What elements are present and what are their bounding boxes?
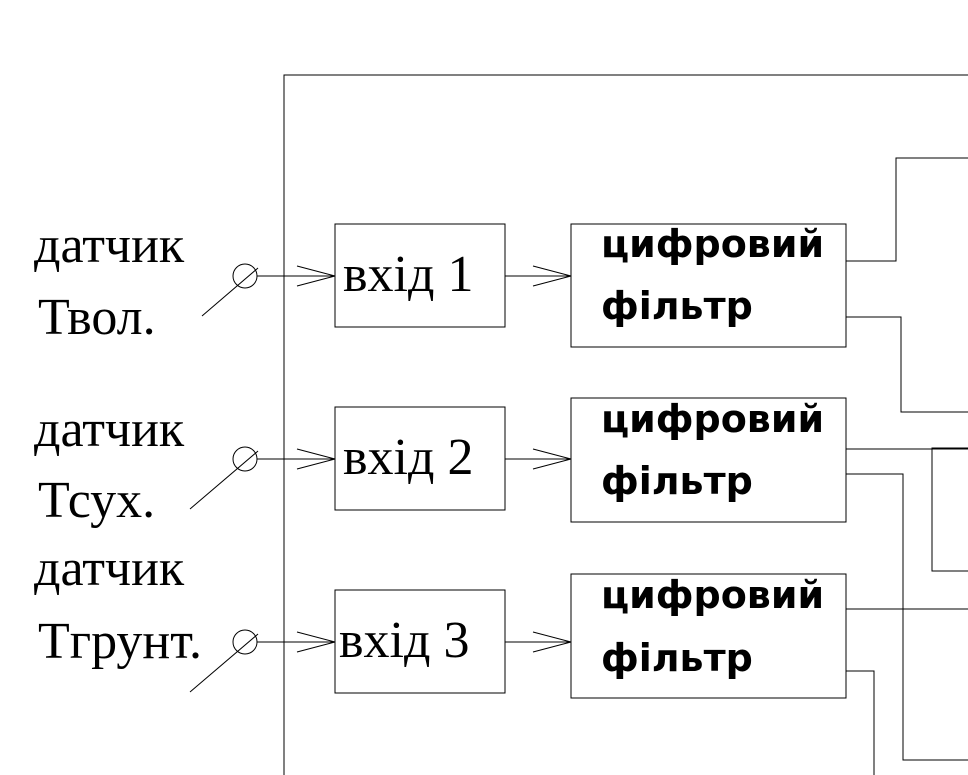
sensor-1-name: Твол. <box>38 289 156 346</box>
sensor-3-name: Тгрунт. <box>38 613 202 670</box>
sensor-2-name: Тсух. <box>38 472 155 529</box>
sensor-3-terminal <box>232 629 258 655</box>
filter-1-line2: фільтр <box>601 284 753 328</box>
filter-2-line2: фільтр <box>601 459 753 503</box>
sensor-2-terminal <box>232 446 258 472</box>
sensor-3-switch-lever <box>189 633 259 693</box>
filter-3-line2: фільтр <box>601 636 753 680</box>
sensor-1-terminal <box>232 263 258 289</box>
input-2-box <box>334 406 506 511</box>
filter-1-box <box>570 223 847 348</box>
sensor-2-type: датчик <box>34 401 185 458</box>
sensor-2-switch-lever <box>189 450 259 510</box>
input-1-label: вхід 1 <box>343 246 473 303</box>
sensor-1-type: датчик <box>34 217 185 274</box>
filter-2-line1: цифровий <box>601 397 824 441</box>
filter-1-line1: цифровий <box>601 222 824 266</box>
filter-1-output-b <box>846 316 968 413</box>
enclosure-frame <box>283 74 968 775</box>
filter-1-output-a <box>846 157 968 262</box>
input-2-label: вхід 2 <box>343 429 473 486</box>
input-1-box <box>334 223 506 328</box>
sensor-1-switch-lever <box>201 267 259 317</box>
sensor-3-type: датчик <box>34 540 185 597</box>
filter-3-output-b <box>846 670 875 775</box>
filter-2-output-b <box>846 473 968 761</box>
input-3-box <box>334 589 506 694</box>
next-block-partial-frame <box>931 447 968 572</box>
filter-2-box <box>570 397 847 523</box>
input-3-label: вхід 3 <box>339 612 469 669</box>
filter-3-box <box>570 573 847 699</box>
filter-3-line1: цифровий <box>601 573 824 617</box>
